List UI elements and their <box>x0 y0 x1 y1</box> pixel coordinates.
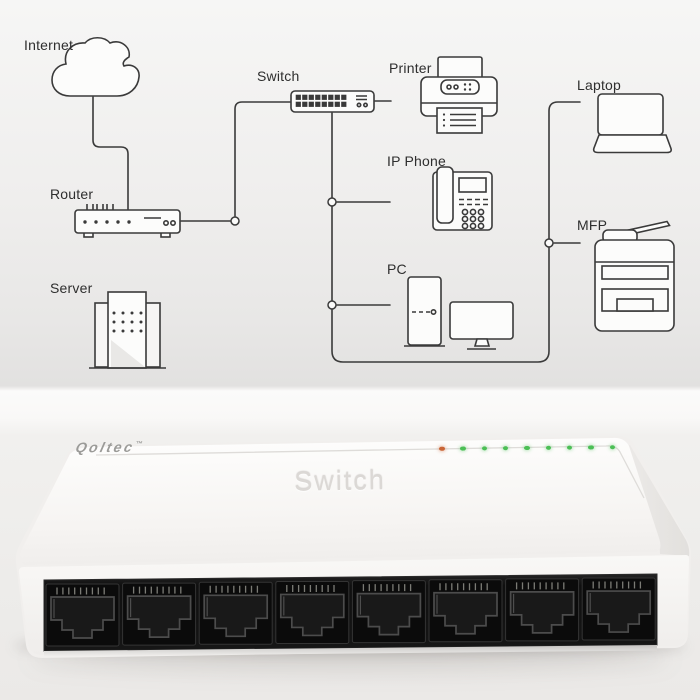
label-router: Router <box>50 186 94 202</box>
rj45-port <box>581 577 656 641</box>
port-link-led <box>524 445 530 451</box>
pc-icon <box>404 276 514 350</box>
label-printer: Printer <box>389 60 432 76</box>
switch-icon <box>290 90 375 113</box>
power-led <box>438 446 445 452</box>
port-link-led <box>502 445 509 451</box>
label-internet: Internet <box>24 37 74 53</box>
product-photo: Qoltec™ Switch <box>0 388 700 700</box>
port-link-led <box>545 445 552 451</box>
port-link-led <box>588 445 594 450</box>
rj45-port <box>351 580 426 644</box>
label-switch: Switch <box>257 68 300 84</box>
connection-lines <box>92 96 581 363</box>
rj45-port <box>45 583 120 647</box>
router-icon <box>74 204 181 238</box>
rj45-port <box>428 579 503 643</box>
switch-device <box>15 435 692 658</box>
port-link-led <box>481 446 488 451</box>
port-link-led <box>460 446 466 451</box>
mfp-icon <box>594 220 675 332</box>
internet-cloud-icon <box>51 36 140 97</box>
port-link-led <box>566 445 573 450</box>
device-top-face <box>20 437 661 565</box>
junction-nodes <box>230 197 554 310</box>
network-diagram <box>51 36 675 369</box>
rj45-port <box>122 582 197 646</box>
rj45-port <box>198 581 273 645</box>
junction-node <box>230 216 240 226</box>
junction-node <box>327 300 337 310</box>
label-laptop: Laptop <box>577 77 622 93</box>
embossed-switch-label: Switch <box>293 465 386 497</box>
label-mfp: MFP <box>577 217 608 233</box>
label-ip-phone: IP Phone <box>387 153 446 169</box>
bottom-silver-strip <box>44 645 657 657</box>
brand-logo: Qoltec™ <box>74 438 144 456</box>
rj45-ports <box>45 577 656 647</box>
junction-node <box>544 238 554 248</box>
ip-phone-icon <box>432 166 493 231</box>
junction-node <box>327 197 337 207</box>
printer-icon <box>420 56 498 134</box>
rj45-port <box>275 580 350 644</box>
rj45-port <box>505 578 580 642</box>
laptop-icon <box>592 93 672 154</box>
label-pc: PC <box>387 261 407 277</box>
label-server: Server <box>50 280 93 296</box>
port-link-led <box>609 444 616 450</box>
server-icon <box>89 291 166 369</box>
